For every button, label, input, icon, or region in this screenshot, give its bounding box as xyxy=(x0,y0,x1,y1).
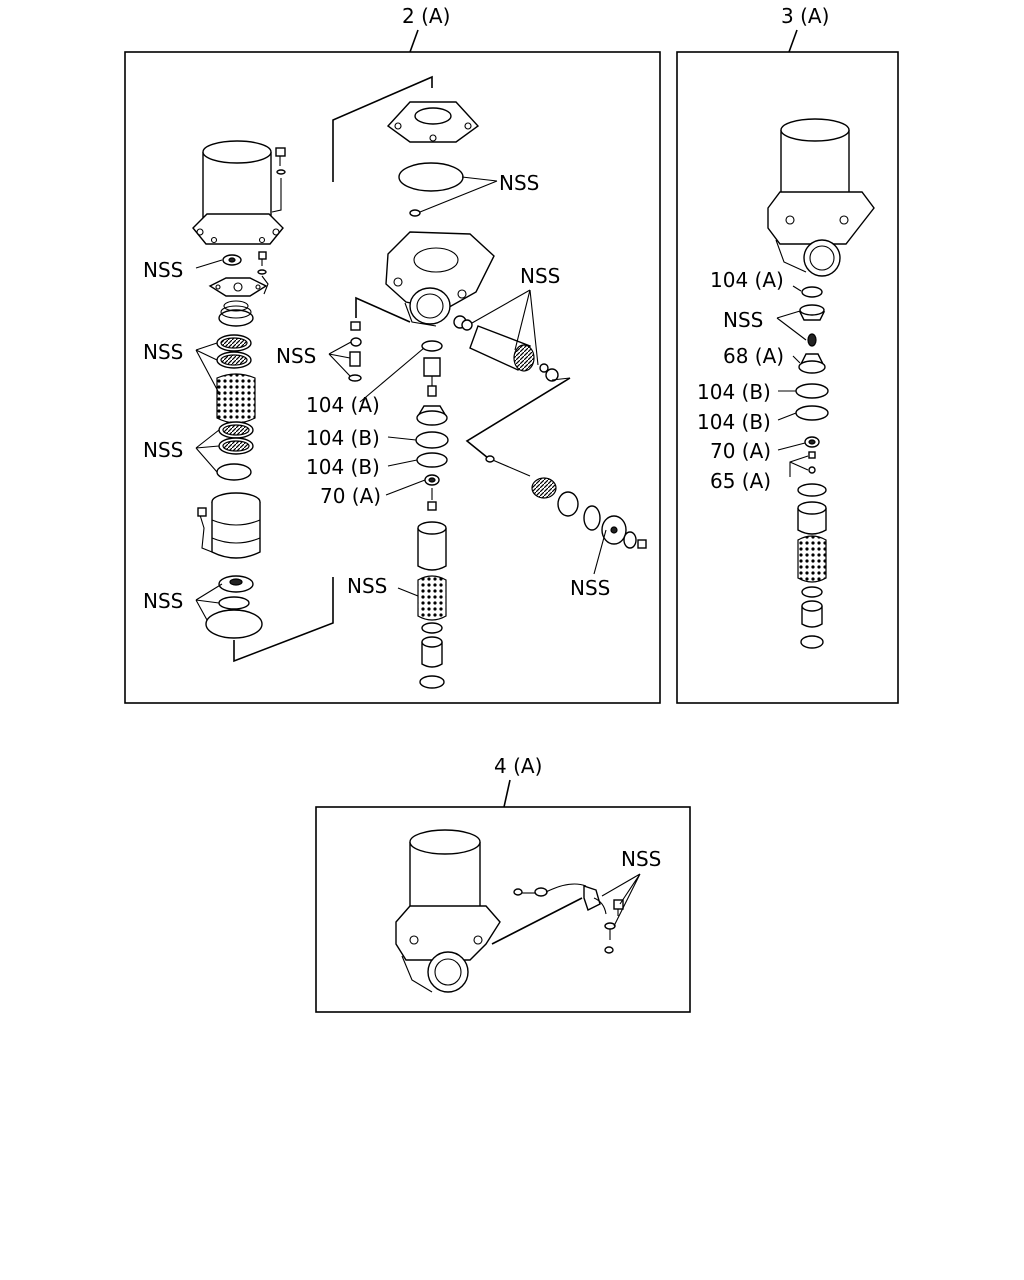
exhaust-spring-assembly xyxy=(485,455,647,549)
label-3a-104b-2: 104 (B) xyxy=(697,410,771,434)
cover-plate-left xyxy=(208,275,269,297)
filter-discs-upper xyxy=(216,334,252,369)
panel-2a-bottom-connector xyxy=(233,577,334,663)
dryer-assembly-4a xyxy=(395,829,501,993)
dryer-cartridge-assembly xyxy=(192,140,284,245)
spring-top-left xyxy=(218,300,254,327)
label-3a-65a: 65 (A) xyxy=(710,469,771,493)
part-stack-3a xyxy=(795,286,829,649)
label-3a-68a: 68 (A) xyxy=(723,344,784,368)
nss-label-4a: NSS xyxy=(621,847,661,871)
panel-3a-frame xyxy=(676,51,899,704)
solenoid-cartridge xyxy=(453,315,571,382)
panel-4a: 4 (A) NSS xyxy=(315,754,691,1013)
panel-2a: 2 (A) xyxy=(124,4,661,704)
nss-seal-left-top xyxy=(222,251,267,275)
label-2a-104b-1: 104 (B) xyxy=(306,426,380,450)
panel-2a-frame xyxy=(124,51,661,704)
label-3a-70a: 70 (A) xyxy=(710,439,771,463)
label-2a-70a: 70 (A) xyxy=(320,484,381,508)
panel-2a-title-leader xyxy=(409,29,419,53)
nss-label-2a-left-top: NSS xyxy=(143,258,183,282)
nss-label-2a-center-bottom: NSS xyxy=(347,574,387,598)
label-2a-104b-2: 104 (B) xyxy=(306,455,380,479)
seal-ring-set-left xyxy=(205,575,263,639)
filter-discs-lower xyxy=(216,421,254,481)
nss-label-2a-right-top: NSS xyxy=(520,264,560,288)
panel-4a-title: 4 (A) xyxy=(494,754,542,778)
panel-3a-title: 3 (A) xyxy=(781,4,829,28)
top-cover-flange xyxy=(386,101,480,143)
panel-4a-connector xyxy=(491,897,583,945)
nss-label-2a-left-4: NSS xyxy=(143,589,183,613)
mounting-bolt-top xyxy=(271,147,286,213)
nss-label-2a-top: NSS xyxy=(499,171,539,195)
valve-body-center xyxy=(385,231,495,327)
desiccant-element xyxy=(216,373,256,424)
heater-wire-bracket-4a xyxy=(513,883,624,954)
nss-label-2a-left-3: NSS xyxy=(143,438,183,462)
piston-stack-center xyxy=(415,340,449,689)
label-3a-104b-1: 104 (B) xyxy=(697,380,771,404)
panel-2a-title: 2 (A) xyxy=(402,4,450,28)
nss-fitting-set-center-left xyxy=(348,321,362,382)
panel-2a-right-connector xyxy=(465,377,571,459)
label-3a-104a: 104 (A) xyxy=(710,268,784,292)
label-2a-104a: 104 (A) xyxy=(306,393,380,417)
panel-4a-title-leader xyxy=(503,779,511,808)
nss-label-2a-right-bottom: NSS xyxy=(570,576,610,600)
panel-2a-top-connector xyxy=(332,75,433,182)
nss-label-2a-left-2: NSS xyxy=(143,340,183,364)
panel-2a-valve-leader xyxy=(355,296,411,323)
panel-4a-frame xyxy=(315,806,691,1013)
housing-body-left xyxy=(197,492,261,559)
panel-3a: 3 (A) xyxy=(676,4,899,704)
nss-label-2a-center-left: NSS xyxy=(276,344,316,368)
nss-label-3a: NSS xyxy=(723,308,763,332)
dryer-assembly-3a xyxy=(767,118,875,277)
panel-3a-title-leader xyxy=(788,29,798,53)
